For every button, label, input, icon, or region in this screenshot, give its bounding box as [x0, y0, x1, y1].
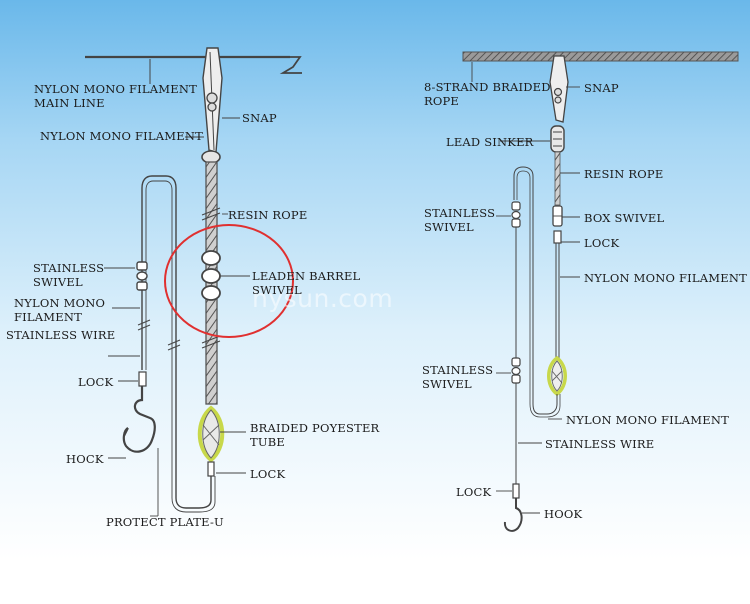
label-leaden-barrel-swivel: LEADEN BARREL SWIVEL	[252, 269, 361, 297]
label-resin-rope: RESIN ROPE	[228, 208, 308, 222]
label-stainless-wire-right: STAINLESS WIRE	[545, 437, 655, 451]
label-main-line: NYLON MONO FILAMENT MAIN LINE	[34, 82, 197, 110]
label-hook: HOCK	[66, 452, 104, 466]
label-lock-lower-right: LOCK	[456, 485, 492, 499]
label-nylon-filament-upper: NYLON MONO FILAMENT	[584, 271, 747, 285]
label-lock-upper-right: LOCK	[584, 236, 620, 250]
label-protect-plate: PROTECT PLATE-U	[106, 515, 224, 529]
label-snap: SNAP	[242, 111, 277, 125]
label-lock-lower: LOCK	[250, 467, 286, 481]
label-hook-right: HOOK	[544, 507, 583, 521]
label-braided-rope: 8-STRAND BRAIDED ROPE	[424, 80, 551, 108]
label-stainless-swivel-bottom: STAINLESS SWIVEL	[422, 363, 494, 391]
label-lock-upper: LOCK	[78, 375, 114, 389]
label-stainless-swivel-top: STAINLESS SWIVEL	[424, 206, 496, 234]
label-stainless-wire: STAINLESS WIRE	[6, 328, 116, 342]
right-rig	[462, 51, 739, 532]
label-stainless-swivel: STAINLESS SWIVEL	[33, 261, 105, 289]
label-lead-sinker: LEAD SINKER	[446, 135, 534, 149]
label-braided-tube: BRAIDED POYESTER TUBE	[250, 421, 380, 449]
label-nylon-filament: NYLON MONO FILAMENT	[14, 296, 106, 324]
left-rig	[85, 47, 302, 517]
label-nylon-branch: NYLON MONO FILAMENT	[40, 129, 203, 143]
label-resin-rope-right: RESIN ROPE	[584, 167, 664, 181]
label-nylon-filament-lower: NYLON MONO FILAMENT	[566, 413, 729, 427]
label-snap-right: SNAP	[584, 81, 619, 95]
highlight-circle	[164, 224, 294, 338]
label-box-swivel: BOX SWIVEL	[584, 211, 665, 225]
watermark: hysun.com	[252, 284, 394, 313]
